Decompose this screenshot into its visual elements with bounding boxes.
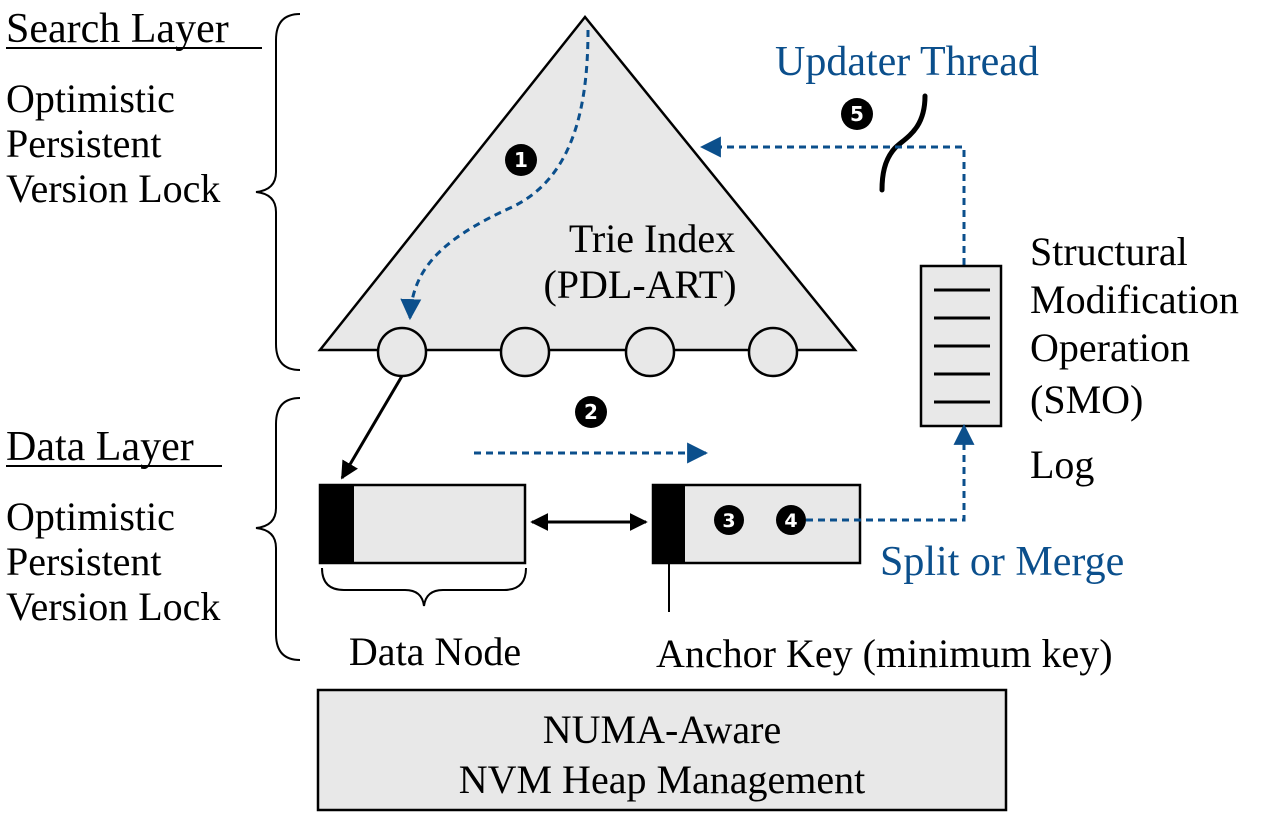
- updater-thread-squiggle: [879, 93, 928, 193]
- step-5-number: 5: [850, 102, 864, 126]
- smo-label-line-1: Structural: [1030, 229, 1188, 274]
- step-3-badge: [714, 505, 744, 535]
- data-node-right: [651, 483, 862, 565]
- heap-management-box: [316, 688, 1008, 812]
- data-lock-line-1: Optimistic: [6, 494, 175, 539]
- trie-index-triangle: [317, 15, 858, 352]
- step-2-number: 2: [584, 400, 598, 424]
- search-layer-brace: [255, 13, 301, 371]
- trie-leaf-node-4: [747, 326, 799, 378]
- trie-leaf-node-2: [499, 326, 551, 378]
- trie-index-title: Trie Index: [569, 216, 735, 261]
- trie-leaf-node-1: [376, 326, 428, 378]
- search-lock-line-1: Optimistic: [6, 76, 175, 121]
- data-lock-line-2: Persistent: [6, 539, 162, 584]
- data-node-brace: [321, 567, 527, 607]
- data-layer-brace: [255, 397, 301, 661]
- smo-label-line-2: Modification: [1030, 277, 1239, 322]
- step-5-badge: [841, 98, 873, 130]
- search-lock-line-3: Version Lock: [6, 166, 220, 211]
- data-node-label: Data Node: [349, 629, 521, 674]
- trie-leaf-node-3: [624, 326, 676, 378]
- heap-line-1: NUMA-Aware: [543, 707, 781, 752]
- data-node-right-header: [653, 485, 685, 563]
- trie-index-subtitle: (PDL-ART): [543, 262, 736, 307]
- step-1-number: 1: [514, 148, 528, 172]
- step-4-badge: [776, 505, 806, 535]
- data-node-left-header: [320, 485, 354, 563]
- smo-label-line-4: (SMO): [1030, 377, 1143, 422]
- step-3-number: 3: [722, 510, 735, 532]
- heap-line-2: NVM Heap Management: [459, 757, 866, 802]
- search-layer-title: Search Layer: [6, 6, 229, 52]
- smo-label-line-5: Log: [1030, 442, 1094, 487]
- step-4-number: 4: [784, 510, 797, 532]
- data-node-left: [318, 483, 527, 565]
- step-2-badge: [575, 396, 607, 428]
- data-layer-title: Data Layer: [6, 424, 194, 470]
- search-lock-line-2: Persistent: [6, 121, 162, 166]
- leaf-to-data-node-arrow: [340, 375, 404, 480]
- updater-thread-label: Updater Thread: [775, 39, 1039, 85]
- search-path-arrow: [400, 29, 590, 321]
- smo-log-append-arrow: [806, 423, 975, 522]
- anchor-key-label: Anchor Key (minimum key): [656, 631, 1113, 676]
- smo-label-line-3: Operation: [1030, 325, 1190, 370]
- smo-apply-arrow: [699, 136, 966, 265]
- split-or-merge-label: Split or Merge: [880, 539, 1124, 585]
- data-lock-line-3: Version Lock: [6, 584, 220, 629]
- step-1-badge: [505, 144, 537, 176]
